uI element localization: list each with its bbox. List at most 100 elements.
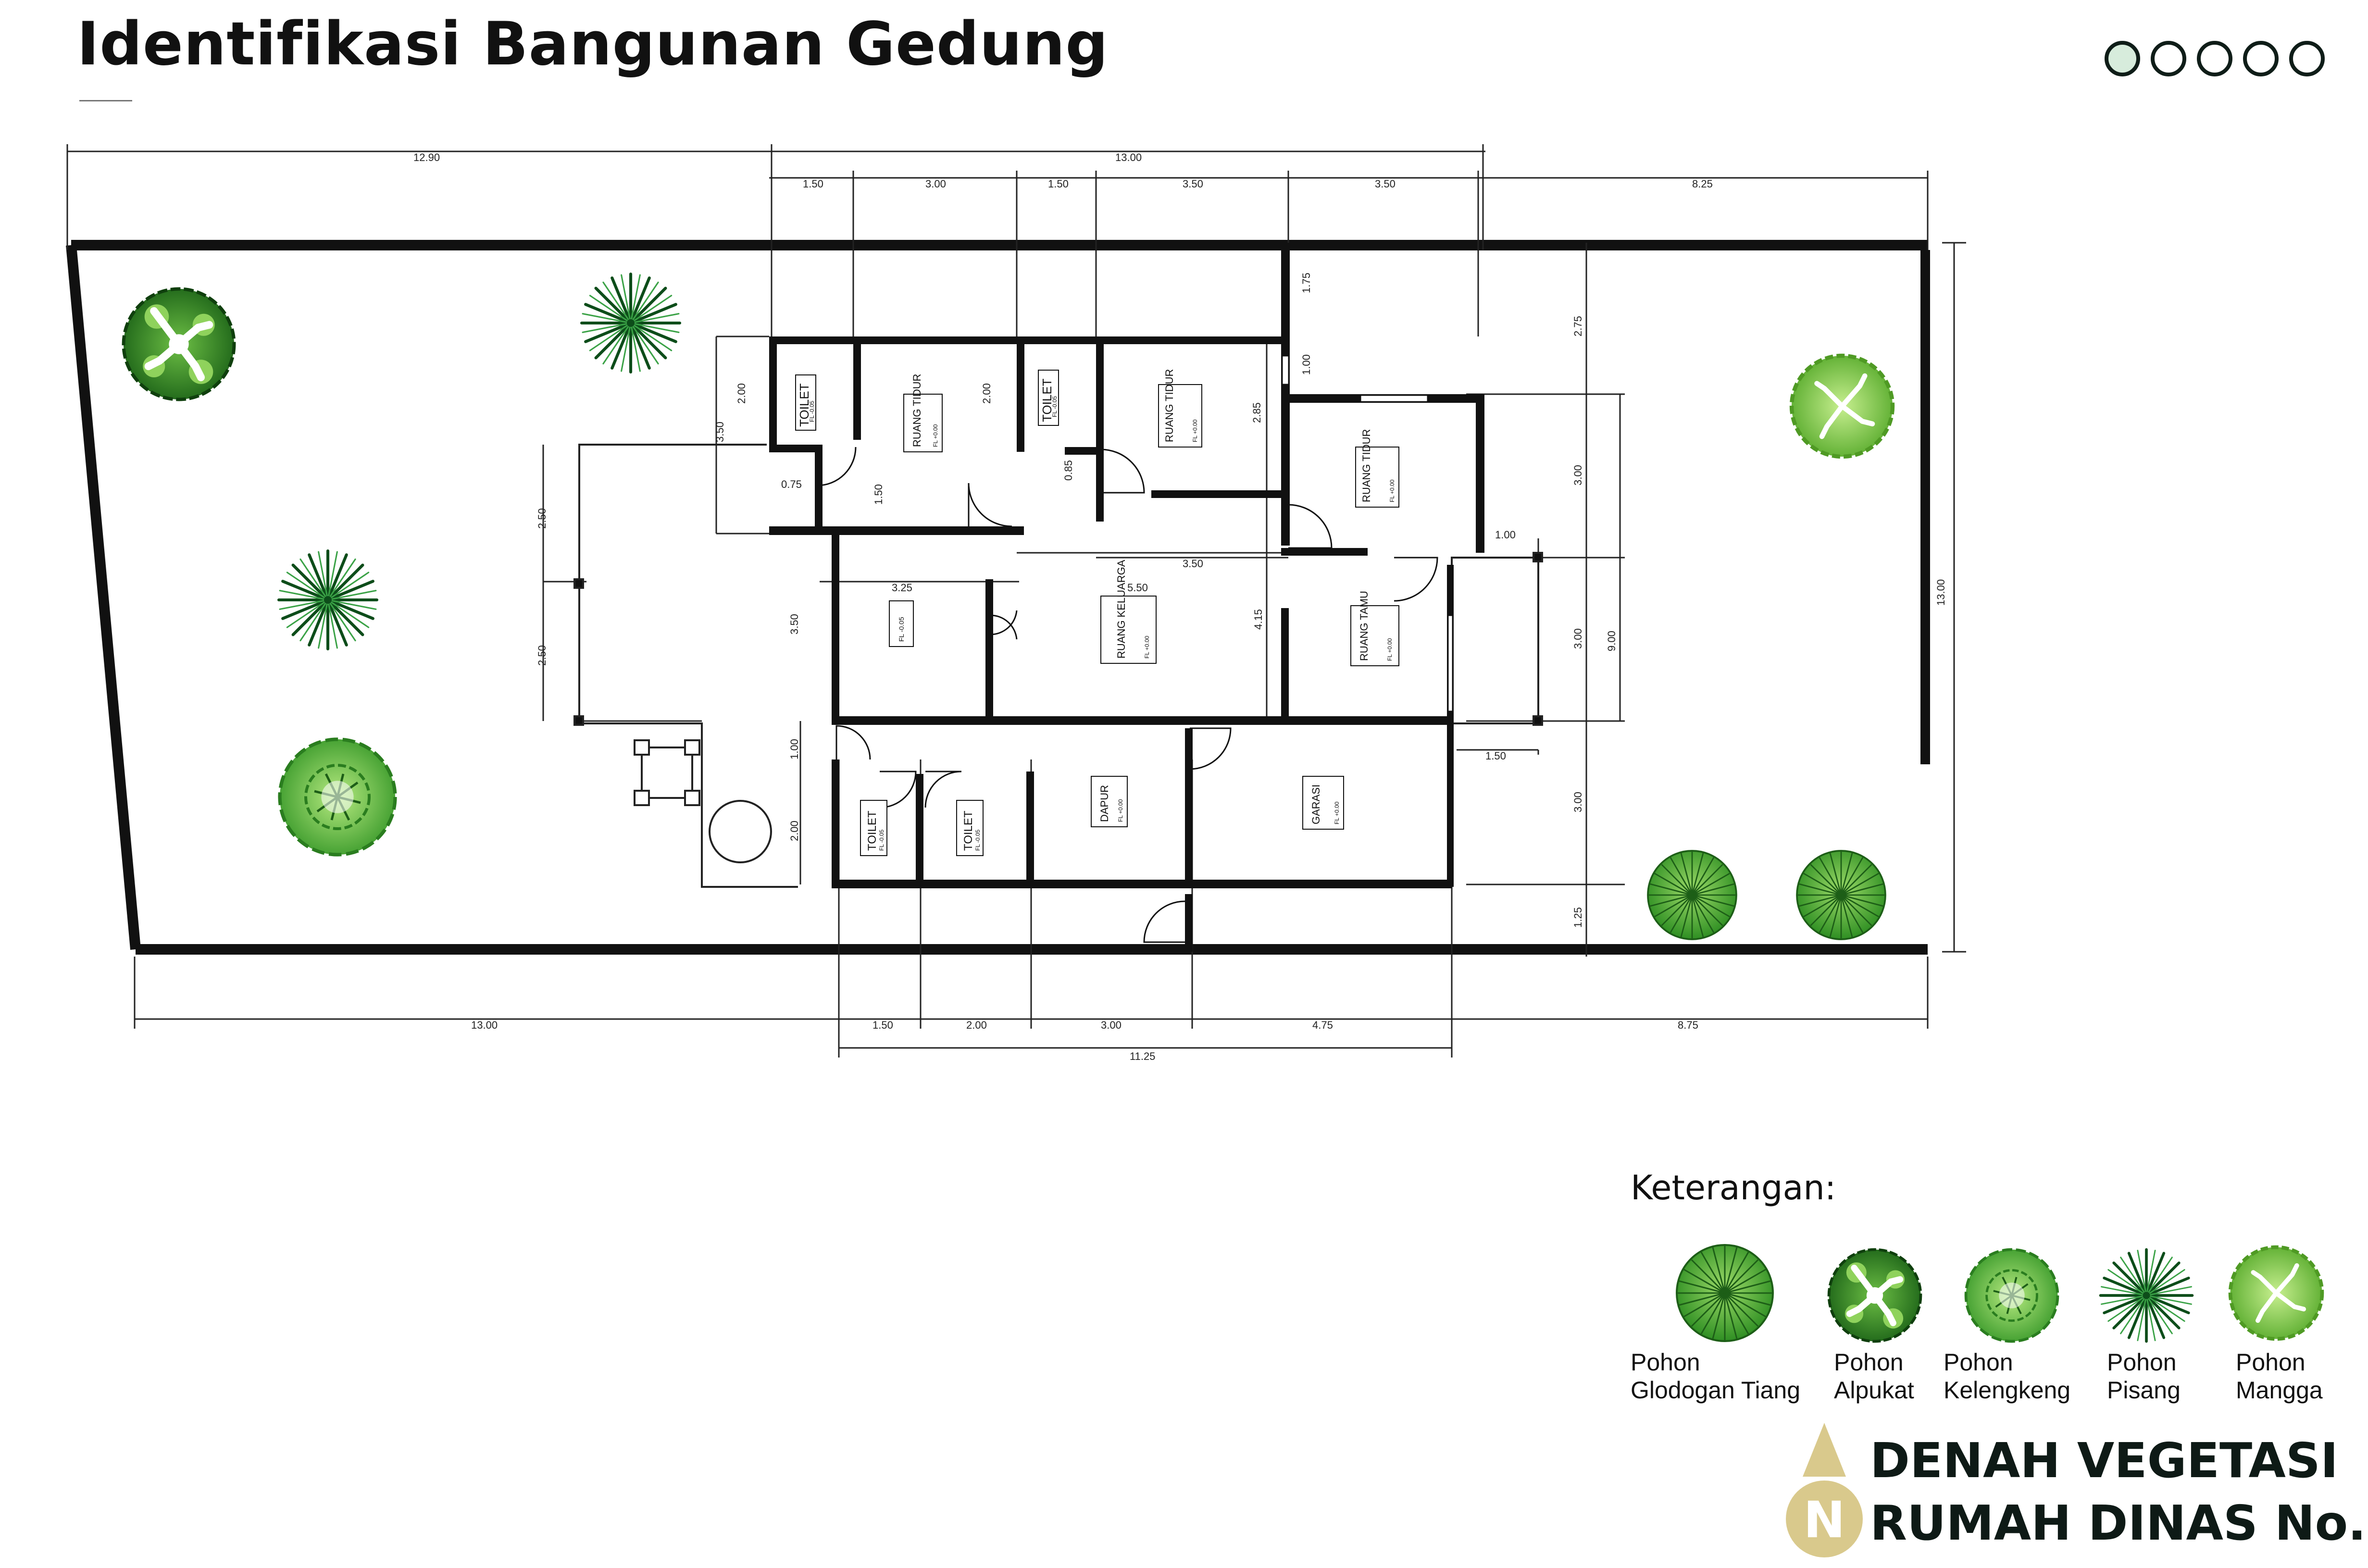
room-level: FL +0.00 (1192, 419, 1198, 442)
dim-label: 2.85 (1251, 402, 1263, 423)
room-level: FL +0.00 (932, 424, 939, 447)
page-dot-3[interactable] (2197, 41, 2232, 76)
tree-mangga-icon (1792, 356, 1893, 457)
door-swing (1143, 900, 1185, 943)
page-dot-4[interactable] (2243, 41, 2279, 76)
dim-label: 3.50 (788, 614, 800, 635)
door-swing (1100, 448, 1145, 494)
dim-label: 13.00 (1935, 579, 1947, 606)
dim-label: 1.50 (1485, 750, 1506, 762)
door-swing (924, 771, 962, 808)
page-dot-2[interactable] (2151, 41, 2186, 76)
dim-label: 9.00 (1606, 631, 1618, 651)
dim-label: 3.00 (925, 178, 946, 190)
room-level: FL -0.05 (1051, 396, 1058, 417)
dim-label: 1.50 (872, 1019, 893, 1031)
page-dot-1[interactable] (2105, 41, 2140, 76)
room-level: FL +0.00 (1386, 638, 1393, 661)
door-swing (879, 771, 917, 809)
dim-label: 1.50 (803, 178, 823, 190)
legend-title: Keterangan: (1631, 1168, 1836, 1207)
tree-pisang-icon (2096, 1245, 2197, 1346)
door-swing (816, 447, 857, 486)
dim-label: 0.75 (781, 478, 802, 490)
dim-label: 1.50 (872, 484, 885, 505)
room-label: RUANG TIDUR (1163, 369, 1175, 442)
dim-label: 2.00 (788, 821, 800, 841)
door-swing (835, 725, 871, 760)
door-swing (989, 586, 1018, 640)
window (1359, 394, 1429, 403)
dim-label: 12.90 (413, 151, 440, 163)
legend-item (1961, 1245, 2062, 1346)
north-letter: N (1803, 1491, 1845, 1549)
dim-label: 11.25 (1130, 1050, 1155, 1062)
room-label: TOILET (866, 810, 879, 851)
plan-title-line2: RUMAH DINAS No. 4 (1870, 1495, 2368, 1551)
room-label: TOILET (962, 810, 975, 851)
dim-label: 1.50 (1048, 178, 1069, 190)
window (1281, 355, 1290, 386)
room-label: RUANG TIDUR (1360, 429, 1372, 502)
dim-label: 3.50 (1183, 558, 1203, 570)
tree-glodogan-tiang-icon (1647, 850, 1737, 940)
north-arrow-icon: N (1786, 1423, 1863, 1557)
dim-label: 2.75 (1572, 316, 1584, 336)
dim-label: 3.50 (714, 422, 726, 442)
dim-label: 1.00 (788, 739, 800, 759)
legend-item (1672, 1240, 1778, 1346)
title-underline (79, 100, 132, 101)
tree-glodogan-tiang-icon (1676, 1244, 1774, 1342)
plan-title-line1: DENAH VEGETASI (1870, 1432, 2339, 1489)
room-label: TOILET (797, 383, 811, 427)
room-level: FL +0.00 (1144, 635, 1150, 659)
dim-label: 2.00 (735, 383, 748, 404)
dim-label: 3.00 (1101, 1019, 1122, 1031)
legend-item (2096, 1245, 2197, 1346)
page-dot-5[interactable] (2289, 41, 2325, 76)
room-label: DAPUR (1098, 785, 1110, 822)
legend-item (2226, 1243, 2327, 1344)
tree-mangga-icon (2226, 1243, 2327, 1344)
plan-title-block: N DENAH VEGETASI RUMAH DINAS No. 4 (1779, 1423, 2368, 1567)
dim-label: 13.00 (471, 1019, 498, 1031)
dim-label: 3.50 (1183, 178, 1203, 190)
page-indicator (2105, 41, 2325, 76)
dim-label: 2.50 (536, 645, 548, 666)
dim-label: 5.50 (1127, 582, 1148, 594)
dim-label: 3.00 (1572, 792, 1584, 812)
dim-label: 4.75 (1312, 1019, 1333, 1031)
dim-label: 3.00 (1572, 628, 1584, 649)
dim-label: 2.00 (966, 1019, 987, 1031)
door-swing (968, 483, 1012, 527)
legend-item (1824, 1245, 1925, 1346)
dim-label: 1.75 (1300, 273, 1312, 293)
room-label: TOILET (1040, 378, 1054, 422)
terrace-outline (573, 444, 1543, 888)
tree-pisang-icon (582, 274, 680, 372)
dim-label: 8.75 (1678, 1019, 1698, 1031)
window (1447, 614, 1454, 712)
dim-label: 13.00 (1115, 151, 1142, 163)
dim-label: 0.85 (1062, 460, 1074, 481)
door-swing (989, 610, 1018, 659)
dim-label: 3.25 (892, 582, 912, 594)
room-level: FL -0.05 (809, 400, 815, 422)
dim-label: 2.50 (536, 508, 548, 529)
dim-label: 3.00 (1572, 465, 1584, 485)
room-label: RUANG KELUARGA (1115, 560, 1127, 659)
dim-label: 1.25 (1572, 907, 1584, 928)
dim-label: 8.25 (1692, 178, 1713, 190)
tree-kelengkeng-icon (1961, 1245, 2062, 1346)
tree-alpukat-icon (124, 289, 234, 399)
room-level: FL -0.05 (974, 829, 981, 851)
door-swing (1288, 504, 1333, 549)
dim-label: 1.00 (1495, 529, 1516, 541)
room-level: FL +0.00 (1389, 479, 1396, 502)
room-level: FL -0.05 (878, 829, 885, 851)
tree-pisang-icon (279, 551, 377, 649)
